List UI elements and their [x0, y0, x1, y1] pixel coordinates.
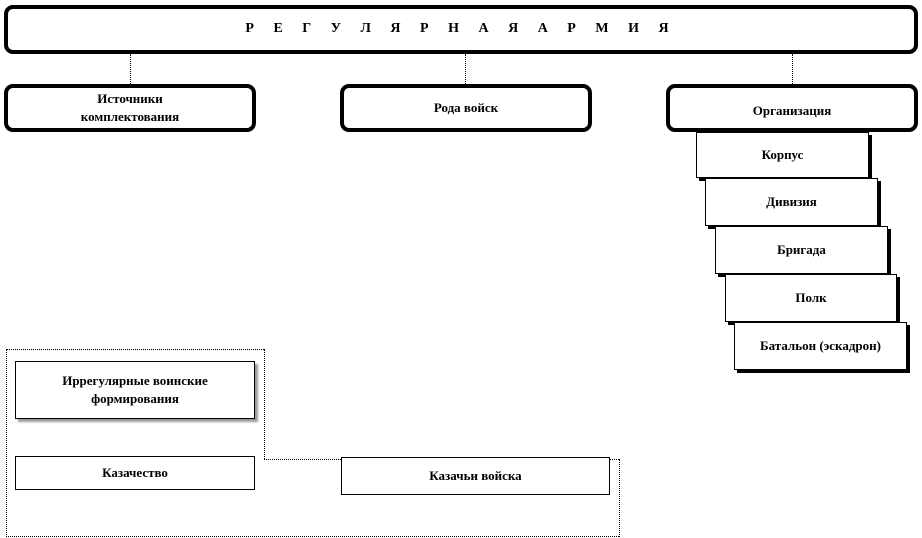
- diagram-title-text: Р Е Г У Л Я Р Н А Я А Р М И Я: [245, 21, 677, 37]
- unit-battalion-text: Батальон (эскадрон): [760, 338, 881, 354]
- unit-division: Дивизия: [705, 178, 878, 226]
- unit-division-text: Дивизия: [766, 194, 817, 210]
- cossackry: Казачество: [15, 456, 255, 490]
- unit-corps: Корпус: [696, 132, 869, 178]
- branch-sources: Источники комплектования: [4, 84, 256, 132]
- irregular-region-inner-right: [264, 349, 265, 459]
- branch-organization-text: Организация: [752, 103, 832, 119]
- irregular-region-right: [619, 459, 620, 537]
- branch-arms: Рода войск: [340, 84, 592, 132]
- cossackry-text: Казачество: [102, 465, 168, 481]
- connector-organization: [792, 54, 793, 84]
- branch-arms-text: Рода войск: [433, 100, 499, 116]
- branch-organization: Организация: [666, 84, 918, 132]
- irregular-formations-text: Иррегулярные воинские формирования: [62, 373, 208, 406]
- irregular-region-left: [6, 349, 7, 537]
- diagram-title: Р Е Г У Л Я Р Н А Я А Р М И Я: [4, 5, 918, 54]
- unit-regiment: Полк: [725, 274, 897, 322]
- irregular-region-bottom: [6, 536, 619, 537]
- branch-sources-text: Источники комплектования: [80, 91, 180, 124]
- unit-brigade-text: Бригада: [777, 242, 826, 258]
- unit-brigade: Бригада: [715, 226, 888, 274]
- unit-regiment-text: Полк: [795, 290, 827, 306]
- unit-battalion: Батальон (эскадрон): [734, 322, 907, 370]
- irregular-region-top: [6, 349, 264, 350]
- connector-sources: [130, 54, 131, 84]
- unit-corps-text: Корпус: [761, 147, 804, 163]
- cossack-troops: Казачьи войска: [341, 457, 610, 495]
- cossack-troops-text: Казачьи войска: [429, 468, 522, 484]
- irregular-formations: Иррегулярные воинские формирования: [15, 361, 255, 419]
- connector-arms: [465, 54, 466, 84]
